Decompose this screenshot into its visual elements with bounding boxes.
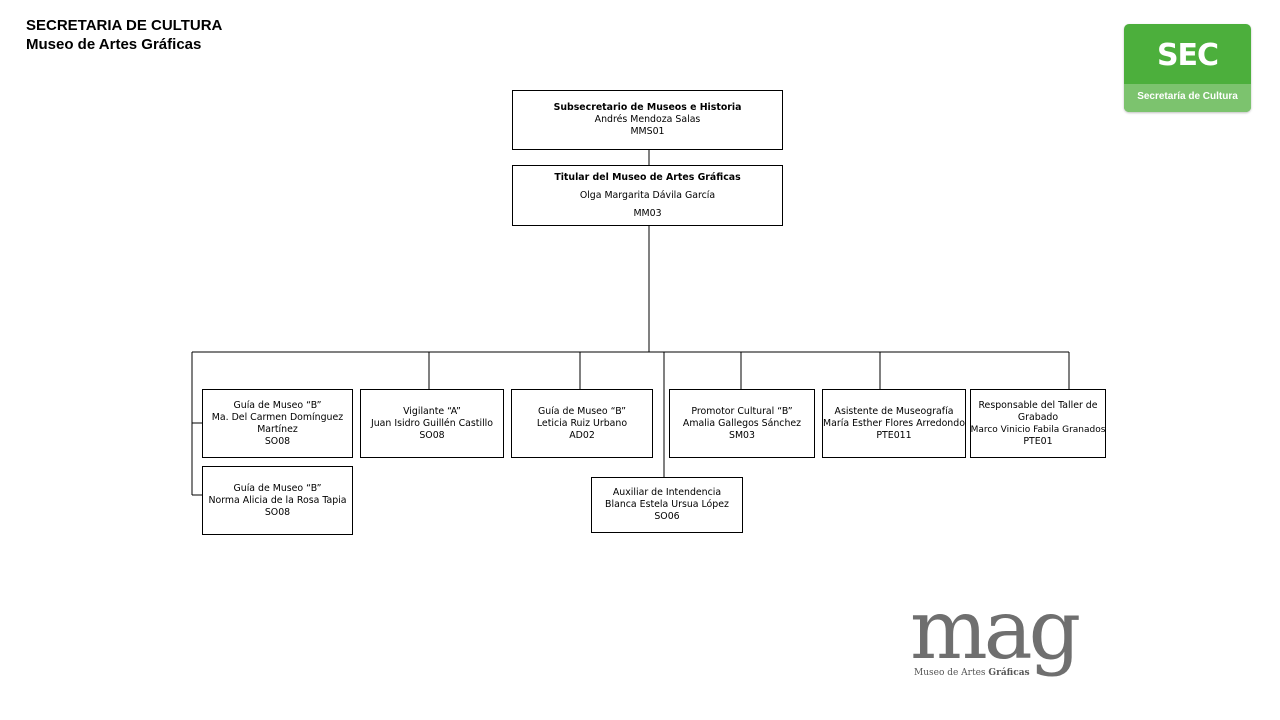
person-name: María Esther Flores Arredondo (823, 417, 965, 429)
role: Responsable del Taller de (978, 399, 1098, 411)
person-name: Olga Margarita Dávila García (579, 189, 716, 201)
position-code: PTE01 (1023, 435, 1053, 447)
position-code: SO08 (419, 429, 445, 441)
person-name-cont: Martínez (257, 423, 298, 435)
sec-logo-text: SEC (1156, 38, 1219, 73)
org-box-subsecretario: Subsecretario de Museos e Historia André… (512, 90, 783, 150)
org-box-auxiliar-intendencia: Auxiliar de Intendencia Blanca Estela Ur… (591, 477, 743, 533)
role: Asistente de Museografía (834, 405, 954, 417)
sec-logo-caption: Secretaría de Cultura (1137, 91, 1238, 102)
person-name: Amalia Gallegos Sánchez (682, 417, 802, 429)
header-subtitle: Museo de Artes Gráficas (26, 36, 202, 53)
mag-caption-bold: Gráficas (988, 668, 1030, 678)
position-code: SM03 (729, 429, 755, 441)
org-box-responsable-taller: Responsable del Taller de Grabado Marco … (970, 389, 1106, 458)
position-code: AD02 (569, 429, 595, 441)
role: Vigilante “A” (403, 405, 461, 417)
org-box-titular: Titular del Museo de Artes Gráficas Olga… (512, 165, 783, 226)
org-box-promotor-cultural: Promotor Cultural “B” Amalia Gallegos Sá… (669, 389, 815, 458)
person-name: Blanca Estela Ursua López (605, 499, 729, 510)
mag-logo: mag Museo de Artes Gráficas (910, 590, 1090, 700)
org-box-vigilante: Vigilante “A” Juan Isidro Guillén Castil… (360, 389, 504, 458)
position-code: MMS01 (630, 126, 665, 137)
role: Guía de Museo “B” (538, 405, 626, 417)
person-name: Andrés Mendoza Salas (594, 114, 701, 125)
position-code: SO08 (264, 435, 291, 447)
role: Auxiliar de Intendencia (612, 487, 722, 498)
mag-logo-caption: Museo de Artes Gráficas (914, 668, 1030, 678)
sec-logo: SEC Secretaría de Cultura (1124, 24, 1251, 112)
position-code: SO08 (264, 506, 291, 518)
position-code: SO06 (654, 511, 680, 522)
role: Subsecretario de Museos e Historia (553, 102, 742, 113)
role: Titular del Museo de Artes Gráficas (554, 171, 741, 183)
person-name: Juan Isidro Guillén Castillo (370, 417, 494, 429)
person-name: Norma Alicia de la Rosa Tapia (208, 494, 347, 506)
mag-caption-plain: Museo de Artes (914, 668, 989, 678)
role: Guía de Museo “B” (233, 399, 322, 411)
role: Guía de Museo “B” (233, 482, 322, 494)
person-name: Marco Vinicio Fabila Granados (970, 424, 1106, 435)
role-cont: Grabado (1017, 411, 1059, 423)
person-name: Ma. Del Carmen Domínguez (211, 411, 344, 423)
position-code: PTE011 (876, 429, 912, 441)
sec-logo-band (1124, 84, 1251, 112)
org-box-guia-museo-b-3: Guía de Museo “B” Leticia Ruiz Urbano AD… (511, 389, 653, 458)
org-box-guia-museo-b-1: Guía de Museo “B” Ma. Del Carmen Domíngu… (202, 389, 353, 458)
org-box-guia-museo-b-2: Guía de Museo “B” Norma Alicia de la Ros… (202, 466, 353, 535)
position-code: MM03 (633, 207, 662, 219)
role: Promotor Cultural “B” (691, 405, 793, 417)
person-name: Leticia Ruiz Urbano (536, 417, 628, 429)
mag-logo-word: mag (910, 583, 1081, 678)
org-box-asistente-museografia: Asistente de Museografía María Esther Fl… (822, 389, 966, 458)
header-title: SECRETARIA DE CULTURA (26, 17, 223, 34)
